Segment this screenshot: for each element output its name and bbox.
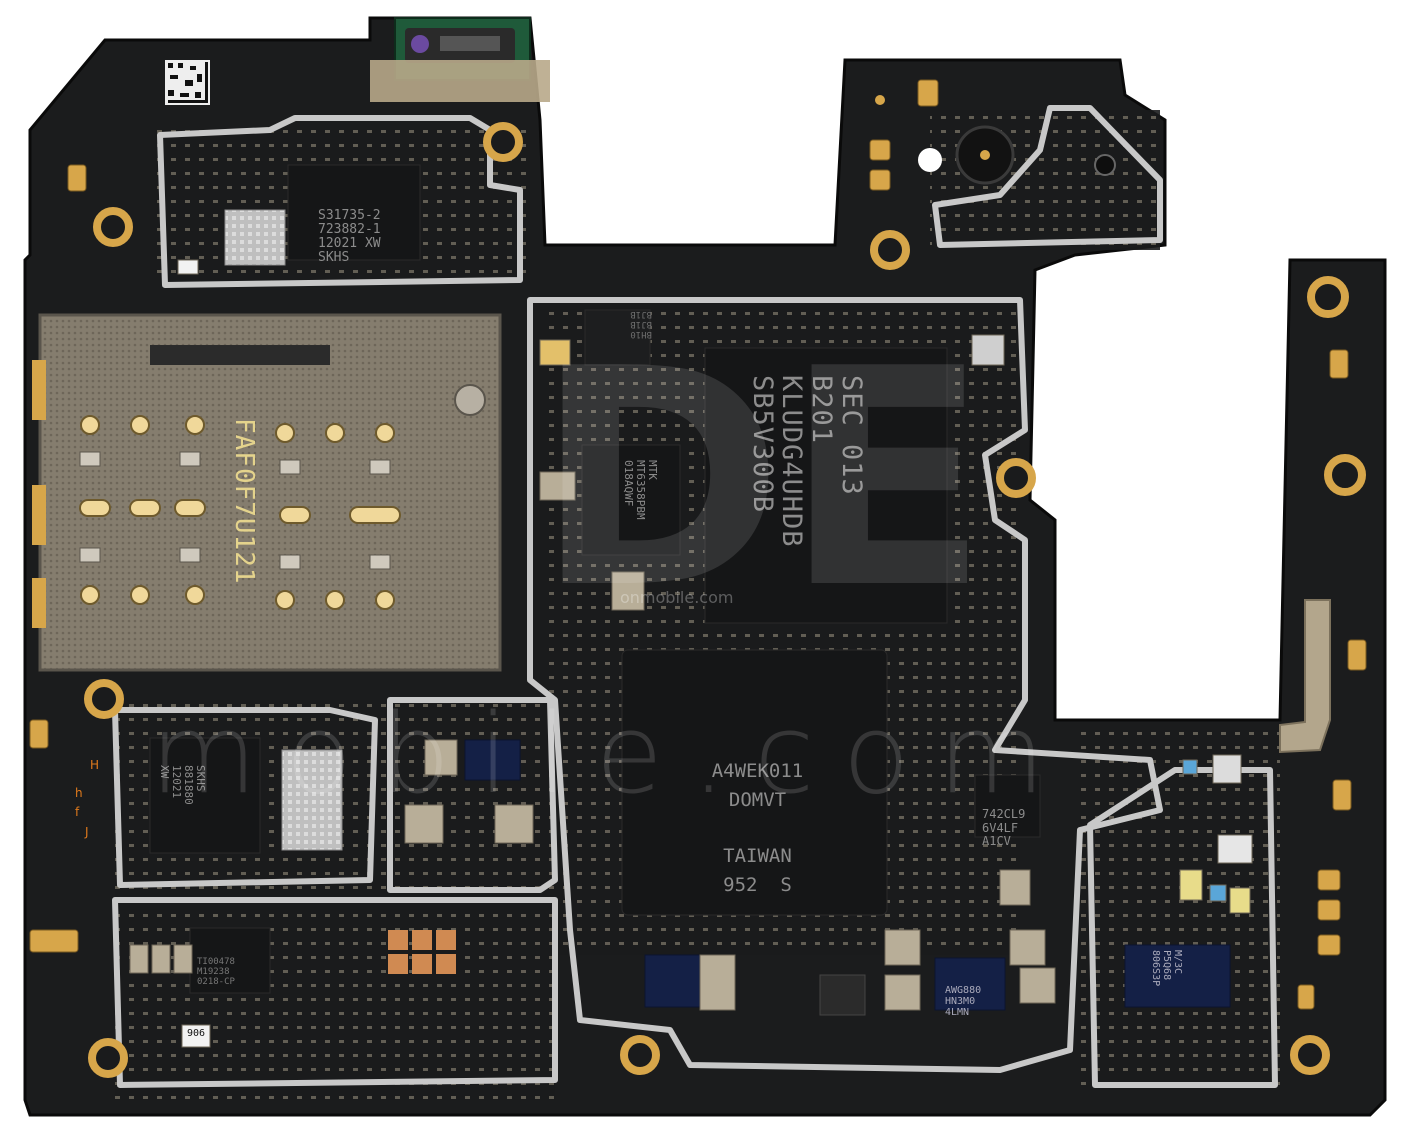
pmic-chip <box>287 164 421 261</box>
metal-bracket <box>1279 599 1331 754</box>
shield-can-top <box>224 209 343 851</box>
silk-letter-h1: H <box>90 758 100 772</box>
silk-letter-f: f <box>75 805 80 819</box>
passive-components <box>129 259 1253 1048</box>
sm-chip <box>974 774 1041 838</box>
watermark-small-text: onmobile.com <box>620 588 734 607</box>
watermark-logo: DE <box>535 305 989 654</box>
pa-small-chip <box>464 739 521 781</box>
spring-contacts <box>29 79 1367 1010</box>
copper-pad-grid <box>388 930 456 974</box>
mtk-chip <box>581 444 681 556</box>
tag-label: 906 <box>187 1028 206 1039</box>
microphone-port <box>875 95 1116 185</box>
chips <box>149 164 1231 1016</box>
flash-chip <box>704 347 948 624</box>
small-chip-2 <box>819 974 866 1016</box>
pa-mid-chip <box>934 957 1006 1011</box>
sim-tray-label: FAF0F7U121 <box>229 418 259 585</box>
rf-shield-frames <box>112 105 1278 1088</box>
datamatrix-code-top <box>165 60 210 105</box>
soc-chip <box>621 649 888 916</box>
pa-mid2-chip <box>644 954 701 1008</box>
proximity-sensor <box>370 17 550 102</box>
silk-letter-j: J <box>85 825 89 839</box>
watermark-main-text: mobile.com <box>150 690 1073 818</box>
silk-letter-h2: h <box>75 786 83 800</box>
mounting-holes <box>84 122 1366 1078</box>
silkscreen-marks <box>32 360 46 628</box>
small-chip-1 <box>584 309 651 366</box>
rf-chip <box>149 737 261 854</box>
sim-card-tray <box>38 313 502 672</box>
pa-right-chip <box>1124 944 1231 1008</box>
